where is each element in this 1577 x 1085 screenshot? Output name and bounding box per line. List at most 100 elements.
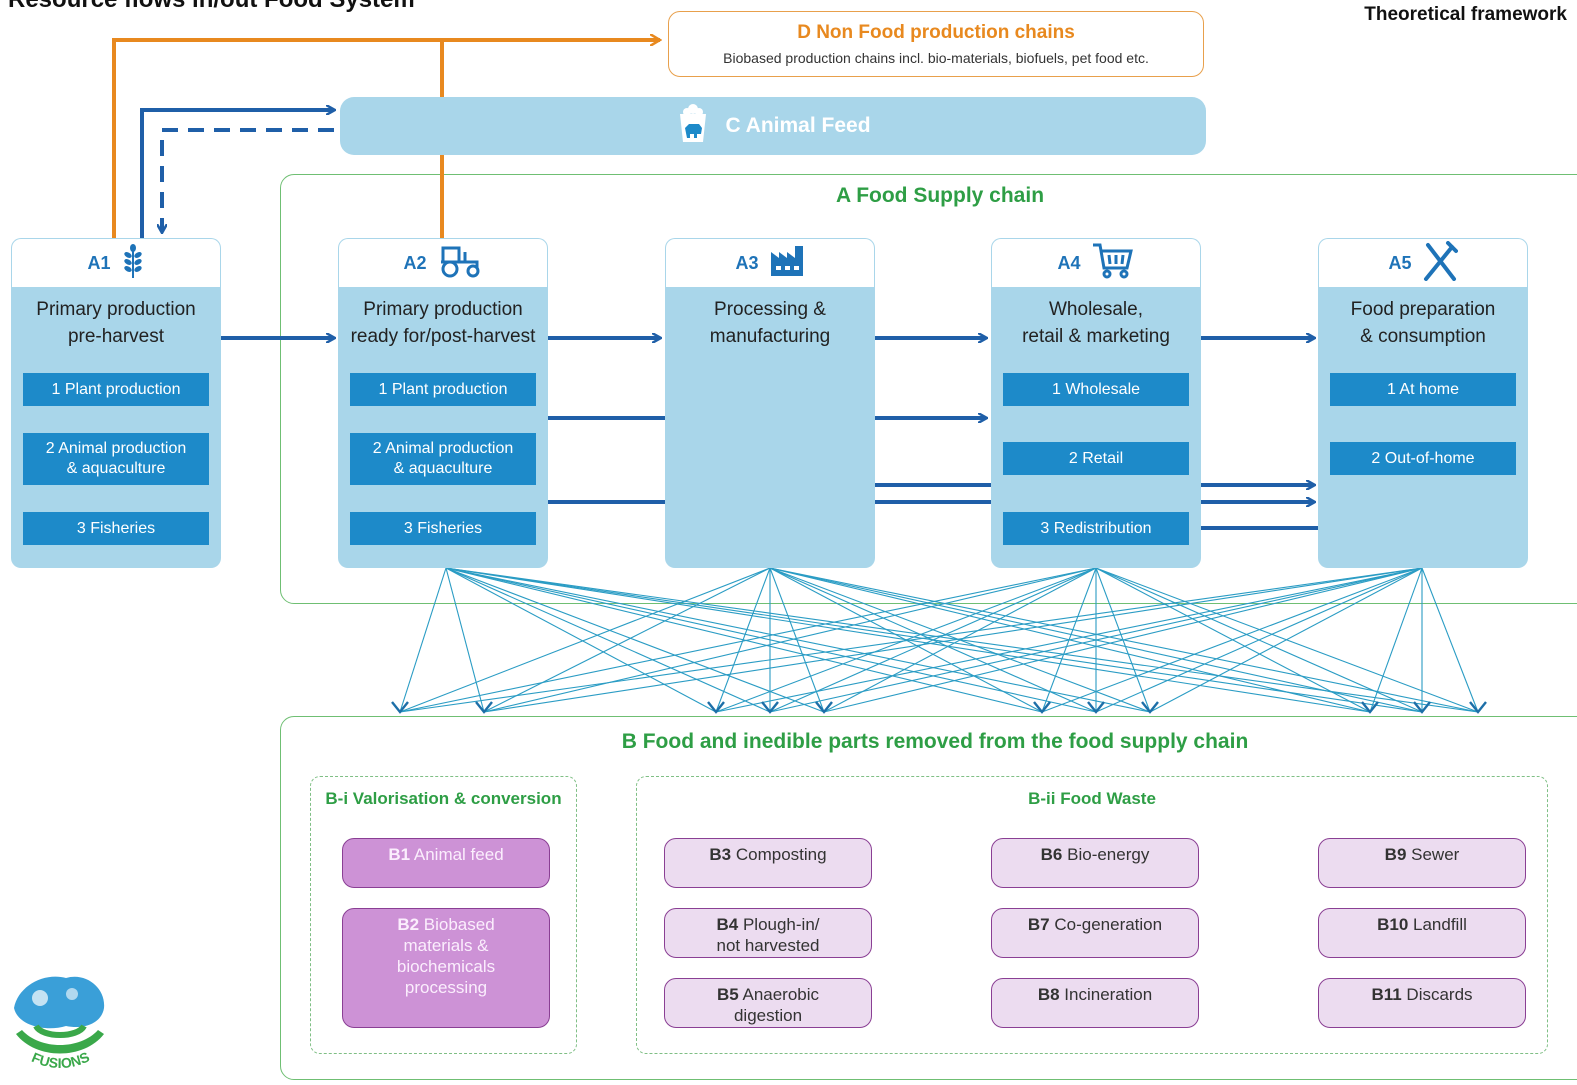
animal-feed-icon — [675, 103, 711, 149]
factory-icon — [769, 245, 805, 281]
waste-arrowhead-6 — [1087, 701, 1105, 714]
b10-landfill: B10 Landfill — [1318, 908, 1526, 958]
b4-plough-in: B4 Plough-in/ not harvested — [664, 908, 872, 958]
logo-text: FUSIONS — [30, 1049, 92, 1072]
b4-code: B4 — [716, 915, 739, 934]
a2-plant-production: 1 Plant production — [350, 373, 536, 406]
stage-a2-name-line2: ready for/post-harvest — [350, 326, 536, 347]
stage-a1-header: A1 — [12, 239, 220, 287]
stage-a1-code: A1 — [87, 252, 111, 273]
animal-feed-bar: C Animal Feed — [340, 97, 1206, 155]
stage-a3-name-line1: Processing & — [714, 299, 826, 320]
stage-a4-name-line1: Wholesale, — [1049, 299, 1143, 320]
b3-code: B3 — [709, 845, 732, 864]
framework-label: Theoretical framework — [1364, 4, 1567, 25]
b1-label: Animal feed — [413, 845, 504, 864]
stage-a4-code: A4 — [1057, 252, 1081, 273]
stage-a5-name: Food preparation & consumption — [1318, 296, 1528, 350]
stage-a1-name: Primary production pre-harvest — [11, 296, 221, 350]
stage-a2-name-line1: Primary production — [363, 299, 523, 320]
b3-label: Composting — [735, 845, 827, 864]
a1-animal-production: 2 Animal production & aquaculture — [23, 433, 209, 485]
b7-label: Co-generation — [1054, 915, 1163, 934]
b11-label: Discards — [1406, 985, 1473, 1004]
stage-a1-name-line2: pre-harvest — [67, 326, 165, 347]
b10-label: Landfill — [1413, 915, 1467, 934]
waste-arrowhead-5 — [1033, 701, 1051, 714]
shopping-cart-icon — [1091, 242, 1135, 285]
b1-code: B1 — [388, 845, 411, 864]
stage-a2: A2 Primary production ready for/post-har… — [338, 238, 548, 568]
stage-a5-name-line2: & consumption — [1360, 326, 1486, 347]
stage-a1: A1 Primary production pre-harvest 1 Plan… — [11, 238, 221, 568]
b6-code: B6 — [1040, 845, 1063, 864]
b7-code: B7 — [1027, 915, 1050, 934]
b2-biobased: B2 Biobased materials & biochemicals pro… — [342, 908, 550, 1028]
valorisation-box: B-i Valorisation & conversion — [310, 776, 577, 1054]
stage-a5-name-line1: Food preparation — [1350, 299, 1496, 320]
stage-a3-header: A3 — [666, 239, 874, 287]
a1-fisheries: 3 Fisheries — [23, 512, 209, 545]
stage-a5: A5 Food preparation & consumption 1 At h… — [1318, 238, 1528, 568]
non-food-chains-box: D Non Food production chains Biobased pr… — [668, 11, 1204, 77]
b4-label: Plough-in/ not harvested — [716, 915, 820, 955]
a4-wholesale: 1 Wholesale — [1003, 373, 1189, 406]
stage-a1-name-line1: Primary production — [36, 299, 196, 320]
stage-a3-code: A3 — [735, 252, 759, 273]
b2-code: B2 — [397, 915, 420, 934]
b8-label: Incineration — [1064, 985, 1153, 1004]
stage-a4-name: Wholesale, retail & marketing — [991, 296, 1201, 350]
stage-a2-code: A2 — [403, 252, 427, 273]
stage-a5-code: A5 — [1388, 252, 1412, 273]
food-waste-title: B-ii Food Waste — [1028, 789, 1156, 808]
removed-parts-title: B Food and inedible parts removed from t… — [621, 730, 1249, 753]
stage-a2-name: Primary production ready for/post-harves… — [338, 296, 548, 350]
wheat-icon — [121, 243, 145, 283]
b3-composting: B3 Composting — [664, 838, 872, 888]
stage-a4-name-line2: retail & marketing — [1022, 326, 1170, 347]
waste-arrowhead-7 — [1141, 701, 1159, 714]
waste-arrowhead-8 — [1361, 701, 1379, 714]
animal-feed-label: C Animal Feed — [725, 114, 871, 137]
waste-arrowhead-1 — [475, 701, 493, 714]
waste-arrowhead-0 — [391, 701, 409, 714]
b9-label: Sewer — [1411, 845, 1460, 864]
a5-out-of-home: 2 Out-of-home — [1330, 442, 1516, 475]
non-food-title: D Non Food production chains — [797, 22, 1075, 43]
a2-fisheries: 3 Fisheries — [350, 512, 536, 545]
b11-discards: B11 Discards — [1318, 978, 1526, 1028]
a2-animal-production: 2 Animal production & aquaculture — [350, 433, 536, 485]
food-waste-box: B-ii Food Waste — [636, 776, 1548, 1054]
food-supply-chain-title: A Food Supply chain — [835, 184, 1045, 207]
stage-a3-name: Processing & manufacturing — [665, 296, 875, 350]
waste-arrowhead-4 — [815, 701, 833, 714]
b8-incineration: B8 Incineration — [991, 978, 1199, 1028]
stage-a4: A4 Wholesale, retail & marketing 1 Whole… — [991, 238, 1201, 568]
valorisation-title: B-i Valorisation & conversion — [325, 789, 562, 808]
waste-arrowhead-2 — [707, 701, 725, 714]
tractor-icon — [437, 244, 483, 283]
b11-code: B11 — [1371, 985, 1402, 1004]
a4-retail: 2 Retail — [1003, 442, 1189, 475]
b5-label: Anaerobic digestion — [733, 985, 820, 1025]
b1-animal-feed: B1 Animal feed — [342, 838, 550, 888]
a5-at-home: 1 At home — [1330, 373, 1516, 406]
removed-parts-frame — [280, 716, 1577, 1080]
b5-code: B5 — [716, 985, 739, 1004]
b9-code: B9 — [1384, 845, 1407, 864]
stage-a3-name-line2: manufacturing — [709, 326, 831, 347]
waste-arrowhead-9 — [1413, 701, 1431, 714]
page-title: Resource flows in/out Food System — [8, 0, 415, 14]
a4-redistribution: 3 Redistribution — [1003, 512, 1189, 545]
a1-plant-production: 1 Plant production — [23, 373, 209, 406]
svg-text:FUSIONS: FUSIONS — [30, 1049, 92, 1072]
stage-a3: A3 Processing & manufacturing — [665, 238, 875, 568]
stage-a2-header: A2 — [339, 239, 547, 287]
stage-a4-header: A4 — [992, 239, 1200, 287]
b6-label: Bio-energy — [1067, 845, 1150, 864]
b10-code: B10 — [1377, 915, 1409, 934]
fork-knife-icon — [1422, 240, 1458, 286]
b5-anaerobic-digestion: B5 Anaerobic digestion — [664, 978, 872, 1028]
b8-code: B8 — [1037, 985, 1060, 1004]
non-food-subtitle: Biobased production chains incl. bio-mat… — [723, 50, 1149, 66]
